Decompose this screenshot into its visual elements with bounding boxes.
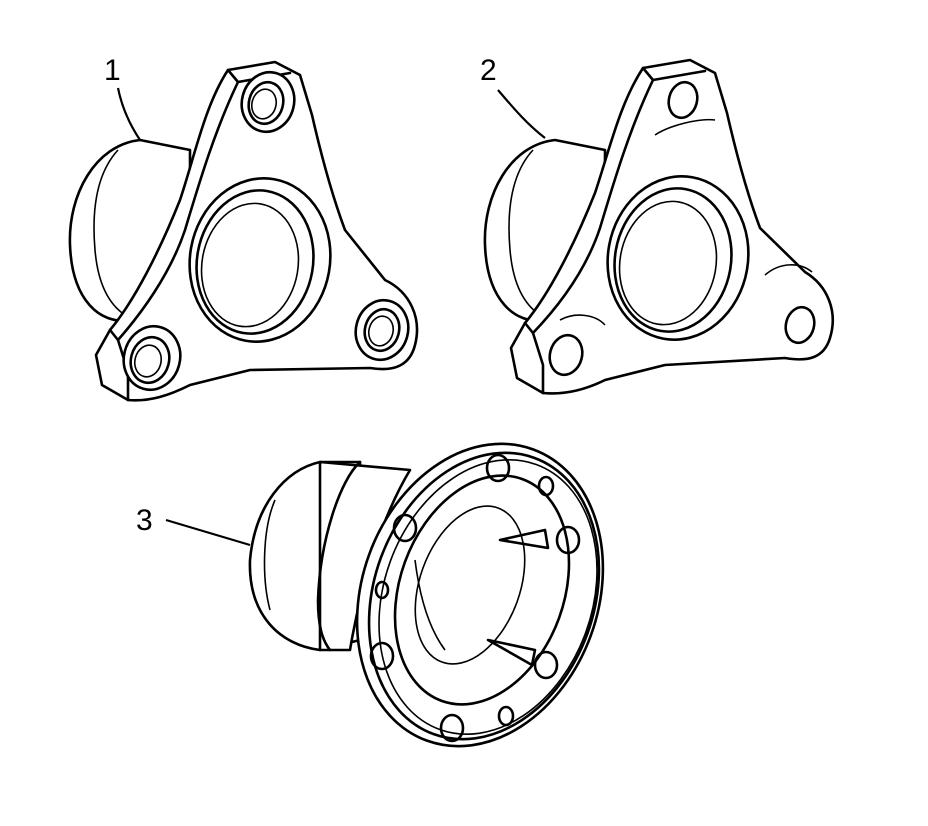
part3-small-hole xyxy=(537,475,555,497)
callout-leader-3 xyxy=(165,518,251,547)
callout-label-2: 2 xyxy=(480,54,497,87)
part3-small-hole xyxy=(374,580,390,600)
part3-bolt-hole xyxy=(392,513,418,543)
callout-2: 2 xyxy=(480,54,546,139)
part2-left-hole xyxy=(548,333,584,377)
part3-bolt-hole xyxy=(533,650,559,680)
part3-bolt-hole xyxy=(439,713,465,743)
part2-top-hole xyxy=(667,80,699,120)
part3-bolt-hole xyxy=(369,641,395,671)
part3-bolt-hole xyxy=(555,525,581,555)
housing-part-3 xyxy=(248,442,605,748)
callout-3: 3 xyxy=(136,504,251,547)
callout-1: 1 xyxy=(104,54,141,141)
flange-part-1 xyxy=(68,60,419,402)
callout-leader-2 xyxy=(497,89,546,139)
part1-center-bore xyxy=(188,177,332,343)
part3-small-hole xyxy=(497,705,515,727)
callout-label-3: 3 xyxy=(136,504,153,537)
flange-part-2 xyxy=(483,58,834,395)
part3-bolt-hole xyxy=(485,453,511,483)
part2-right-hole xyxy=(784,305,816,345)
callout-label-1: 1 xyxy=(104,54,121,87)
callout-leader-1 xyxy=(116,87,141,141)
part2-center-bore xyxy=(606,175,750,341)
